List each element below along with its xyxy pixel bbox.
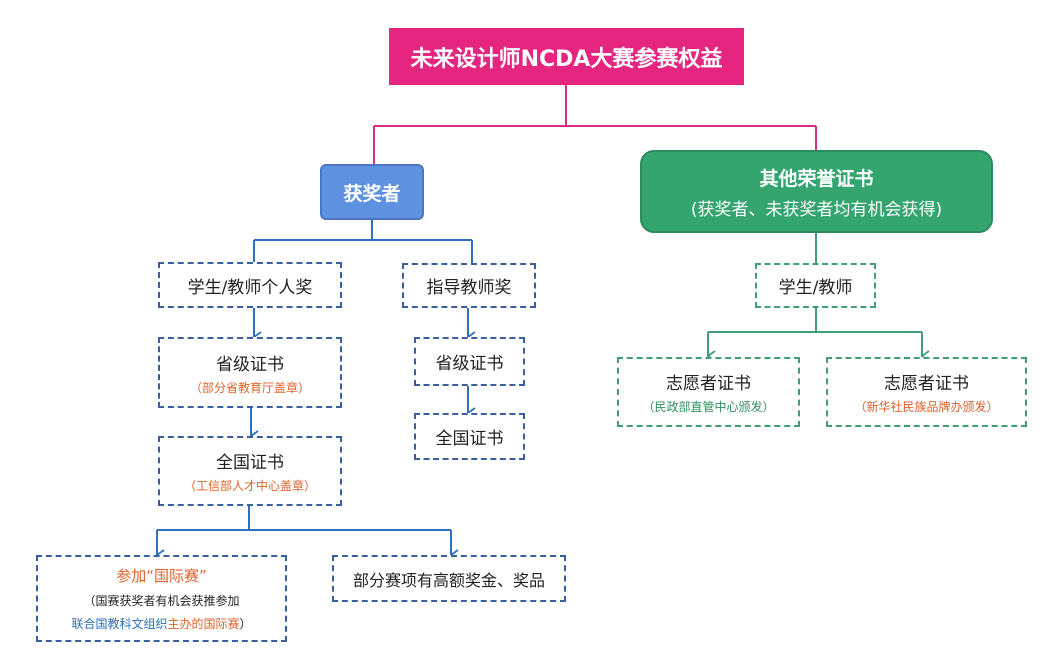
- international-line2-red: 主办的国际赛: [167, 617, 240, 631]
- prize-node: 部分赛项有高额奖金、奖品: [332, 555, 566, 602]
- individual-award-node: 学生/教师个人奖: [158, 262, 342, 308]
- advisor-award-label: 指导教师奖: [426, 278, 512, 298]
- individual-national-node: 全国证书 （工信部人才中心盖章）: [158, 436, 342, 506]
- individual-national-label: 全国证书: [216, 453, 284, 473]
- honor-sublabel: (获奖者、未获奖者均有机会获得): [690, 199, 943, 220]
- link-winner-children: [253, 220, 473, 263]
- volunteer-cert-2-note: （新华社民族品牌办颁发）: [854, 400, 999, 414]
- international-line2-end: ）: [239, 617, 252, 631]
- individual-national-note: （工信部人才中心盖章）: [183, 479, 316, 493]
- honor-group-node: 学生/教师: [755, 263, 876, 308]
- winner-label: 获奖者: [343, 182, 401, 205]
- international-label: 参加“国际赛”: [116, 567, 207, 585]
- advisor-provincial-node: 省级证书: [414, 337, 525, 386]
- link-national-split: [157, 506, 451, 531]
- advisor-national-node: 全国证书: [414, 413, 525, 460]
- international-line2-blue: 联合国教科文组织: [71, 617, 168, 631]
- advisor-national-label: 全国证书: [435, 429, 504, 449]
- honor-label: 其他荣誉证书: [759, 167, 874, 190]
- winner-node: 获奖者: [320, 164, 424, 220]
- volunteer-cert-2-node: 志愿者证书 （新华社民族品牌办颁发）: [826, 357, 1027, 427]
- advisor-provincial-label: 省级证书: [435, 354, 504, 374]
- individual-provincial-note: （部分省教育厅盖章）: [189, 380, 310, 395]
- volunteer-cert-1-label: 志愿者证书: [666, 374, 751, 394]
- honor-node: 其他荣誉证书 (获奖者、未获奖者均有机会获得): [640, 150, 993, 233]
- international-line2: 联合国教科文组织主办的国际赛）: [71, 615, 251, 632]
- advisor-award-node: 指导教师奖: [402, 263, 536, 308]
- individual-provincial-node: 省级证书 （部分省教育厅盖章）: [158, 337, 342, 408]
- honor-group-label: 学生/教师: [778, 278, 853, 298]
- root-label: 未来设计师NCDA大赛参赛权益: [410, 46, 723, 72]
- link-group-split: [708, 308, 922, 333]
- volunteer-cert-1-note: （民政部直管中心颁发）: [642, 400, 775, 414]
- root-node: 未来设计师NCDA大赛参赛权益: [389, 28, 744, 85]
- volunteer-cert-2-label: 志愿者证书: [884, 374, 969, 394]
- individual-award-label: 学生/教师个人奖: [187, 277, 313, 298]
- international-line1: （国赛获奖者有机会获推参加: [83, 594, 240, 608]
- prize-label: 部分赛项有高额奖金、奖品: [352, 570, 545, 590]
- international-node: 参加“国际赛” （国赛获奖者有机会获推参加 联合国教科文组织主办的国际赛）: [36, 555, 287, 642]
- individual-provincial-label: 省级证书: [216, 354, 284, 375]
- link-root-branches: [373, 85, 817, 164]
- volunteer-cert-1-node: 志愿者证书 （民政部直管中心颁发）: [617, 357, 800, 427]
